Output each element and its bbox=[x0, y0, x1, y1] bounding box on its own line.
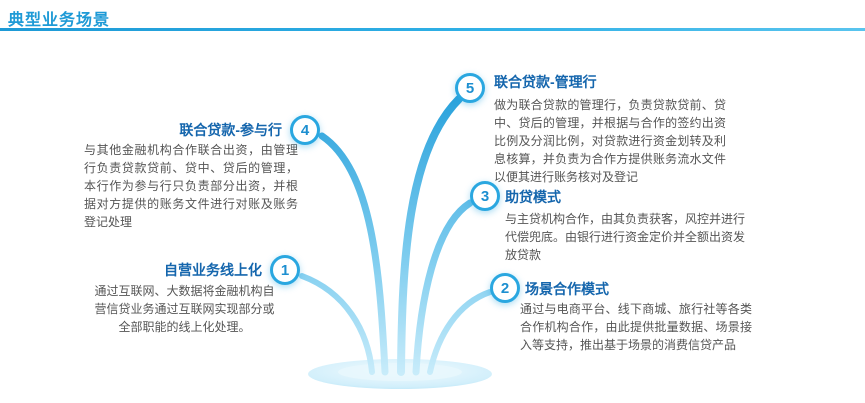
stream-line-3 bbox=[412, 199, 474, 376]
title-underline-rule bbox=[0, 28, 865, 31]
page-title: 典型业务场景 bbox=[8, 12, 111, 29]
node-circle-3: 3 bbox=[470, 181, 500, 211]
node-desc-5: 做为联合贷款的管理行，负责贷款贷前、贷中、贷后的管理，并根据与合作的签约出资比例… bbox=[494, 98, 726, 184]
node-circle-5: 5 bbox=[455, 73, 485, 103]
stream-line-5 bbox=[397, 95, 463, 376]
stream-line-1 bbox=[299, 273, 375, 375]
node-desc-4: 与其他金融机构合作联合出资，由管理行负责贷款贷前、贷中、贷后的管理，本行作为参与… bbox=[84, 143, 298, 229]
node-desc-2: 通过与电商平台、线下商城、旅行社等各类合作机构合作，由此提供批量数据、场景接入等… bbox=[520, 302, 752, 352]
node-title-1: 自营业务线上化 bbox=[164, 262, 262, 278]
node-circle-4: 4 bbox=[290, 115, 320, 145]
node-title-4: 联合贷款-参与行 bbox=[179, 122, 282, 138]
node-desc-1: 通过互联网、大数据将金融机构自营信贷业务通过互联网实现部分或全部职能的线上化处理… bbox=[94, 284, 275, 334]
node-desc-3: 与主贷机构合作，由其负责获客，风控并进行代偿兜底。由银行进行资金定价并全额出资发… bbox=[505, 212, 746, 262]
node-circle-2: 2 bbox=[490, 273, 520, 303]
node-title-2: 场景合作模式 bbox=[525, 281, 609, 297]
node-circle-1: 1 bbox=[270, 255, 300, 285]
node-title-5: 联合贷款-管理行 bbox=[494, 74, 597, 90]
stream-line-2 bbox=[427, 289, 493, 375]
stream-line-4 bbox=[318, 132, 389, 376]
node-title-3: 助贷模式 bbox=[505, 189, 561, 205]
